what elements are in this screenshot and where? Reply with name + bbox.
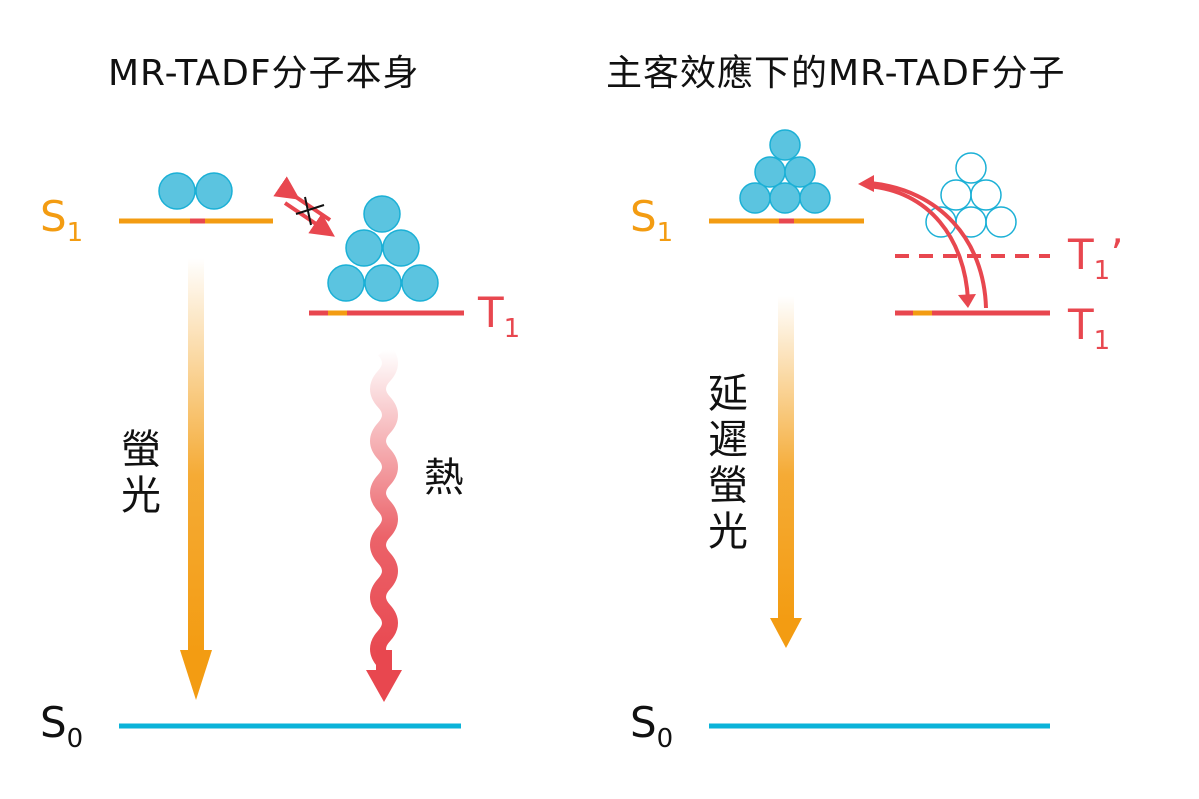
s0-label-left: S0 [40, 698, 84, 754]
right-panel [709, 129, 1050, 729]
exciton [784, 156, 816, 188]
s1-excitons-left [158, 172, 233, 210]
fluorescence-label: 螢光 [114, 428, 160, 520]
left-panel [119, 172, 464, 729]
t1-excitons-left [327, 195, 439, 302]
s1-excitons-right [739, 129, 831, 214]
exciton [327, 264, 365, 302]
exciton [769, 129, 801, 161]
t1-label-left: T1 [478, 288, 521, 344]
exciton [345, 229, 383, 267]
exciton [158, 172, 196, 210]
delayed-fluorescence-label: 延遲螢光 [701, 372, 747, 556]
exciton-outline [955, 152, 987, 184]
exciton [799, 182, 831, 214]
blocked-isc-arrows [273, 176, 335, 237]
exciton [363, 195, 401, 233]
exciton [754, 156, 786, 188]
exciton [364, 264, 402, 302]
s1-label-left: S1 [40, 192, 84, 248]
heat-label: 熱 [417, 456, 463, 502]
exciton [195, 172, 233, 210]
fluorescence-arrow [180, 258, 212, 700]
exciton [739, 182, 771, 214]
t1-prime-excitons-outline [925, 152, 1017, 238]
exciton-outline [940, 179, 972, 211]
exciton-outline [985, 206, 1017, 238]
risc-arrows [858, 175, 988, 309]
t1-prime-label: T1’ [1068, 230, 1124, 286]
exciton [382, 229, 420, 267]
left-panel-title: MR-TADF分子本身 [108, 53, 420, 94]
s0-label-right: S0 [630, 698, 674, 754]
right-panel-title: 主客效應下的MR-TADF分子 [606, 53, 1066, 94]
heat-arrow [366, 344, 402, 702]
s1-label-right: S1 [630, 192, 674, 248]
exciton [769, 182, 801, 214]
exciton [401, 264, 439, 302]
delayed-fluorescence-arrow [770, 296, 802, 648]
t1-label-right: T1 [1068, 300, 1111, 356]
exciton-outline [970, 179, 1002, 211]
blocked-cross-icon [295, 196, 325, 226]
